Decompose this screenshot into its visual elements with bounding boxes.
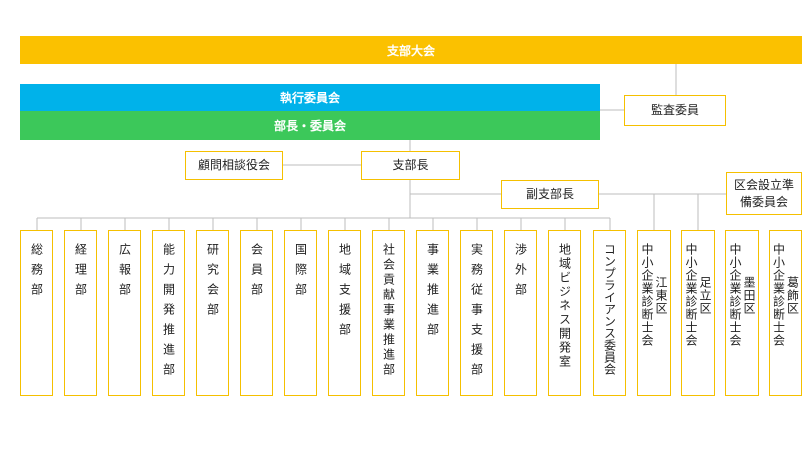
dept-label: 国際部 [293, 243, 308, 303]
ward-adachi: 足立区 中小企業診断士会 [681, 230, 715, 396]
ward-koto: 江東区 中小企業診断士会 [637, 230, 671, 396]
ward-name: 足立区 [698, 275, 712, 315]
dept-regional-business: 地域ビジネス開発室 [548, 230, 581, 396]
dept-label: 実務従事支援部 [469, 243, 484, 383]
executive-committee-bar: 執行委員会 [20, 84, 600, 111]
executive-committee-label: 執行委員会 [279, 91, 340, 105]
auditor-label: 監査委員 [650, 103, 699, 118]
dept-label: 渉外部 [513, 243, 528, 303]
advisor-label: 顧問相談役会 [197, 158, 270, 173]
ward-org-name: 中小企業診断士会 [728, 243, 742, 347]
dept-practice-support: 実務従事支援部 [460, 230, 493, 396]
branch-head-label: 支部長 [392, 158, 429, 173]
dept-business-promotion: 事業推進部 [416, 230, 449, 396]
dept-external-relations: 渉外部 [504, 230, 537, 396]
dept-label: コンプライアンス委員会 [602, 243, 617, 375]
ward-name: 江東区 [654, 275, 668, 315]
ward-prep-committee-box: 区会設立準備委員会 [726, 172, 802, 215]
ward-prep-committee-label: 区会設立準備委員会 [733, 178, 794, 209]
ward-name: 葛飾区 [785, 275, 800, 315]
branch-assembly-label: 支部大会 [386, 43, 435, 58]
ward-sumida: 墨田区 中小企業診断士会 [725, 230, 759, 396]
dept-label: 経理部 [73, 243, 88, 303]
department-heads-bar: 部長・委員会 [20, 111, 600, 140]
dept-label: 社会貢献事業推進部 [381, 243, 396, 378]
branch-head-box: 支部長 [361, 151, 460, 180]
dept-capability-dev: 能力開発推進部 [152, 230, 185, 396]
dept-international: 国際部 [284, 230, 317, 396]
department-heads-label: 部長・委員会 [273, 119, 346, 133]
ward-org-name: 中小企業診断士会 [684, 243, 698, 347]
dept-pr: 広報部 [108, 230, 141, 396]
dept-label: 広報部 [117, 243, 132, 303]
ward-org-name: 中小企業診断士会 [771, 243, 786, 347]
dept-general-affairs: 総務部 [20, 230, 53, 396]
ward-name: 墨田区 [742, 275, 756, 315]
dept-label: 地域ビジネス開発室 [557, 243, 572, 369]
dept-regional-support: 地域支援部 [328, 230, 361, 396]
dept-compliance: コンプライアンス委員会 [593, 230, 626, 396]
ward-katsushika: 葛飾区 中小企業診断士会 [769, 230, 802, 396]
dept-accounting: 経理部 [64, 230, 97, 396]
dept-study-groups: 研究会部 [196, 230, 229, 396]
vice-head-label: 副支部長 [525, 187, 574, 202]
dept-label: 地域支援部 [337, 243, 352, 343]
dept-label: 会員部 [249, 243, 264, 303]
dept-label: 研究会部 [205, 243, 220, 323]
dept-label: 能力開発推進部 [161, 243, 176, 383]
vice-head-box: 副支部長 [501, 180, 599, 209]
branch-assembly-bar: 支部大会 [20, 36, 802, 64]
dept-membership: 会員部 [240, 230, 273, 396]
dept-label: 総務部 [29, 243, 44, 303]
dept-label: 事業推進部 [425, 243, 440, 343]
dept-social-contribution: 社会貢献事業推進部 [372, 230, 405, 396]
ward-org-name: 中小企業診断士会 [640, 243, 654, 347]
auditor-box: 監査委員 [624, 95, 726, 126]
advisor-box: 顧問相談役会 [185, 151, 283, 180]
